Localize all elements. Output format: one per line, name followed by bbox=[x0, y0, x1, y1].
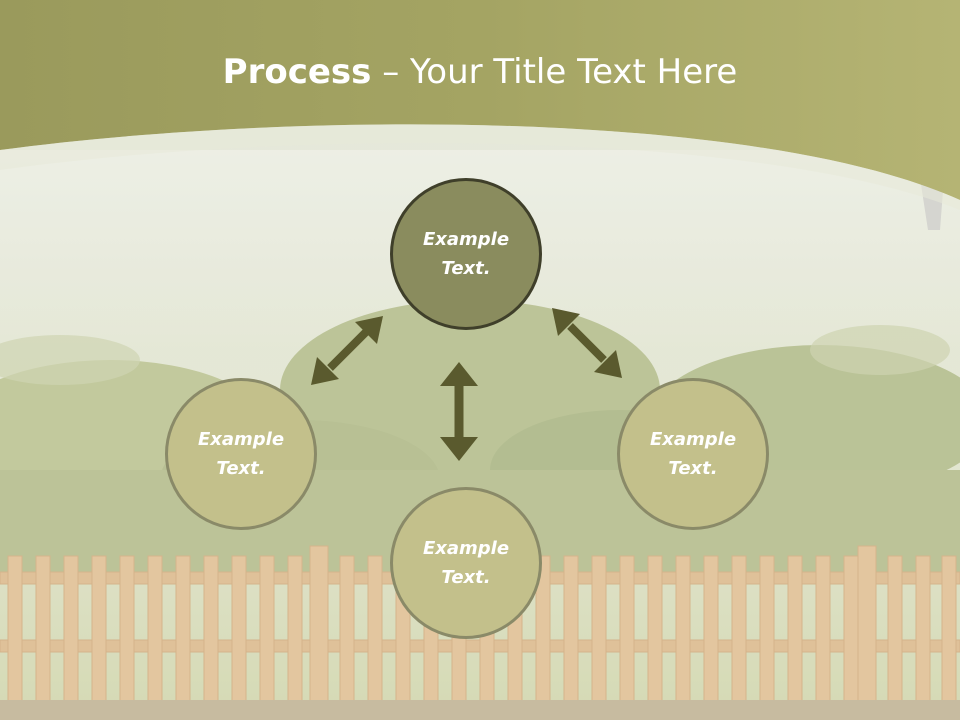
node-label: Example Text. bbox=[649, 429, 737, 479]
header-band bbox=[0, 0, 960, 200]
title-rest: Your Title Text Here bbox=[410, 52, 738, 92]
arrow-top-right bbox=[552, 308, 622, 378]
arrow-top-left bbox=[311, 316, 383, 385]
process-node-left: Example Text. bbox=[165, 378, 317, 530]
slide-title: Process – Your Title Text Here bbox=[0, 52, 960, 92]
title-separator: – bbox=[371, 52, 411, 92]
process-node-bottom: Example Text. bbox=[390, 487, 542, 639]
process-node-right: Example Text. bbox=[617, 378, 769, 530]
ground bbox=[0, 700, 960, 720]
arrow-vertical bbox=[440, 362, 478, 461]
node-label: Example Text. bbox=[197, 429, 285, 479]
title-bold: Process bbox=[222, 52, 372, 92]
process-node-top: Example Text. bbox=[390, 178, 542, 330]
header-band-highlight bbox=[0, 124, 960, 210]
node-label: Example Text. bbox=[422, 229, 510, 279]
node-label: Example Text. bbox=[422, 538, 510, 588]
